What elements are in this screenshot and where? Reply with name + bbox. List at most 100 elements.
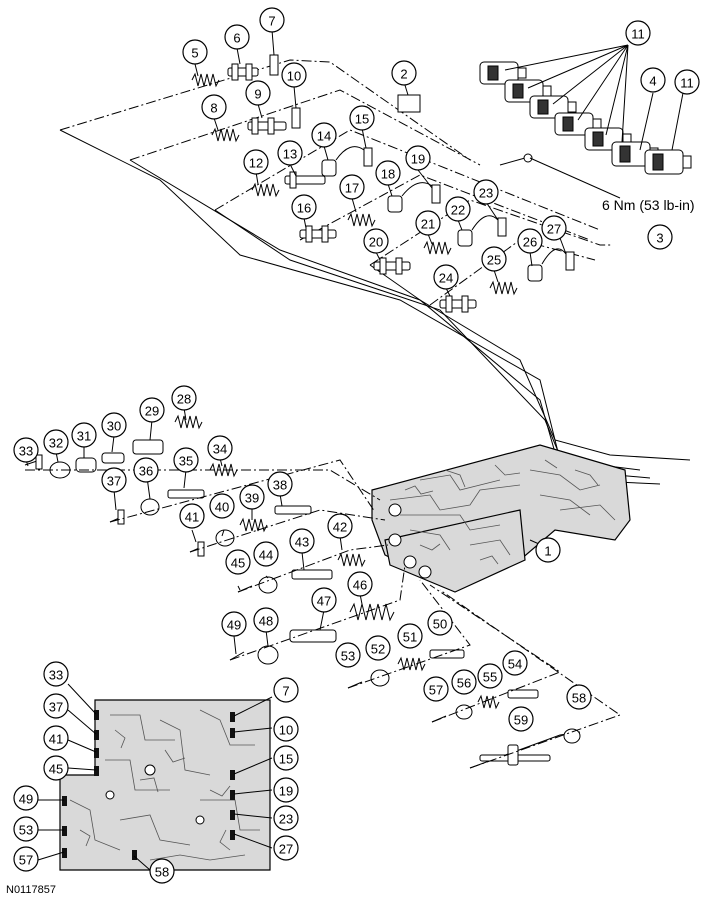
callout-number: 53 bbox=[19, 823, 33, 838]
callout-d19: 19 bbox=[273, 777, 299, 803]
callout-circle bbox=[391, 60, 417, 86]
callout-circle bbox=[13, 437, 39, 463]
callout-circle bbox=[179, 503, 205, 529]
callout-circle bbox=[259, 7, 285, 33]
lower-valve-parts bbox=[24, 414, 622, 769]
callout-d58: 58 bbox=[149, 858, 175, 884]
callout-number: 55 bbox=[483, 670, 497, 685]
callout-c57: 57 bbox=[423, 676, 449, 702]
callout-c29: 29 bbox=[139, 397, 165, 423]
solenoid-11-right bbox=[644, 149, 692, 175]
callout-leaders bbox=[25, 29, 567, 655]
callout-c35: 35 bbox=[173, 447, 199, 473]
callout-c25: 25 bbox=[481, 246, 507, 272]
callout-circle bbox=[451, 669, 477, 695]
callout-c14: 14 bbox=[311, 122, 337, 148]
callout-circle bbox=[517, 228, 543, 254]
callout-circle bbox=[13, 816, 39, 842]
callout-c26: 26 bbox=[517, 228, 543, 254]
callout-number: 41 bbox=[185, 510, 199, 525]
callout-number: 18 bbox=[381, 167, 395, 182]
callout-c51: 51 bbox=[397, 623, 423, 649]
callout-circle bbox=[415, 210, 441, 236]
callout-d57: 57 bbox=[13, 846, 39, 872]
callout-number: 57 bbox=[429, 683, 443, 698]
callout-number: 33 bbox=[19, 444, 33, 459]
callout-number: 7 bbox=[268, 14, 275, 29]
callout-layer: 1234567891011111213141516171819202122232… bbox=[13, 7, 700, 884]
callout-circle bbox=[273, 716, 299, 742]
callout-c24: 24 bbox=[433, 264, 459, 290]
callout-c15: 15 bbox=[349, 105, 375, 131]
callout-number: 52 bbox=[371, 642, 385, 657]
callout-c49: 49 bbox=[221, 611, 247, 637]
callout-number: 16 bbox=[297, 201, 311, 216]
callout-circle bbox=[541, 215, 567, 241]
callout-number: 4 bbox=[649, 74, 656, 89]
callout-number: 27 bbox=[547, 222, 561, 237]
callout-number: 37 bbox=[107, 474, 121, 489]
callout-c43: 43 bbox=[289, 528, 315, 554]
callout-d37: 37 bbox=[43, 693, 69, 719]
callout-circle bbox=[101, 467, 127, 493]
callout-circle bbox=[71, 422, 97, 448]
callout-number: 34 bbox=[213, 442, 227, 457]
callout-number: 35 bbox=[179, 454, 193, 469]
callout-circle bbox=[43, 693, 69, 719]
callout-number: 10 bbox=[279, 723, 293, 738]
solenoid-group bbox=[479, 44, 692, 199]
callout-circle bbox=[347, 571, 373, 597]
callout-number: 45 bbox=[49, 762, 63, 777]
callout-c37: 37 bbox=[101, 467, 127, 493]
callout-circle bbox=[171, 385, 197, 411]
callout-number: 7 bbox=[282, 684, 289, 699]
callout-c16: 16 bbox=[291, 194, 317, 220]
callout-d49: 49 bbox=[13, 785, 39, 811]
callout-c42: 42 bbox=[327, 513, 353, 539]
callout-number: 28 bbox=[177, 392, 191, 407]
callout-number: 59 bbox=[514, 713, 528, 728]
callout-circle bbox=[427, 610, 453, 636]
callout-circle bbox=[43, 725, 69, 751]
callout-c17: 17 bbox=[339, 174, 365, 200]
callout-number: 25 bbox=[487, 253, 501, 268]
callout-circle bbox=[477, 663, 503, 689]
callout-number: 29 bbox=[145, 404, 159, 419]
callout-number: 22 bbox=[451, 203, 465, 218]
callout-c38: 38 bbox=[267, 471, 293, 497]
callout-circle bbox=[43, 661, 69, 687]
inset-valve-body bbox=[37, 683, 273, 871]
callout-number: 5 bbox=[191, 46, 198, 61]
callout-circle bbox=[182, 39, 208, 65]
callout-number: 54 bbox=[508, 657, 522, 672]
callout-number: 44 bbox=[259, 548, 273, 563]
callout-circle bbox=[245, 80, 271, 106]
callout-c8: 8 bbox=[201, 94, 227, 120]
callout-d41: 41 bbox=[43, 725, 69, 751]
callout-circle bbox=[311, 587, 337, 613]
torque-note: 6 Nm (53 lb-in) bbox=[602, 197, 695, 213]
callout-number: 19 bbox=[411, 152, 425, 167]
callout-number: 43 bbox=[295, 535, 309, 550]
callout-c7: 7 bbox=[259, 7, 285, 33]
callout-number: 37 bbox=[49, 700, 63, 715]
callout-circle bbox=[149, 858, 175, 884]
callout-d10: 10 bbox=[273, 716, 299, 742]
callout-number: 2 bbox=[400, 67, 407, 82]
callout-c3: 3 bbox=[647, 224, 673, 250]
callout-number: 57 bbox=[19, 853, 33, 868]
callout-c52: 52 bbox=[365, 635, 391, 661]
callout-number: 49 bbox=[227, 618, 241, 633]
callout-c32: 32 bbox=[43, 429, 69, 455]
callout-circle bbox=[13, 785, 39, 811]
callout-circle bbox=[397, 623, 423, 649]
callout-number: 30 bbox=[107, 419, 121, 434]
callout-circle bbox=[267, 471, 293, 497]
callout-number: 23 bbox=[479, 186, 493, 201]
callout-c45: 45 bbox=[225, 549, 251, 575]
callout-d27: 27 bbox=[273, 835, 299, 861]
callout-number: 27 bbox=[279, 842, 293, 857]
callout-number: 56 bbox=[457, 676, 471, 691]
callout-c9: 9 bbox=[245, 80, 271, 106]
callout-number: 38 bbox=[273, 478, 287, 493]
